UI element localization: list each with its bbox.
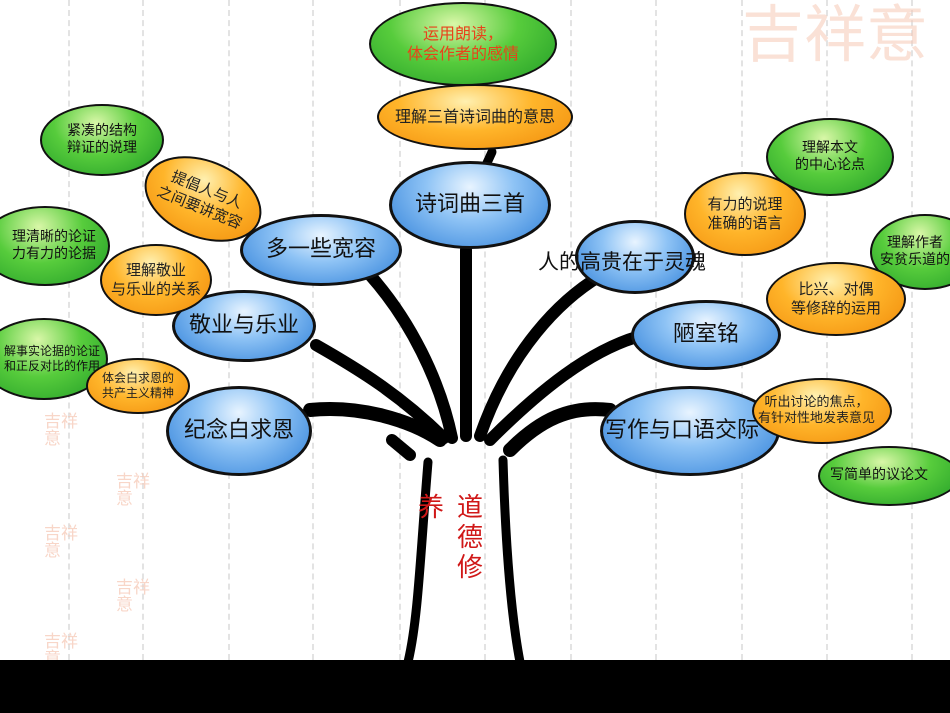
guide-line: [399, 0, 401, 660]
watermark-logo: 吉祥意: [742, 0, 929, 71]
watermark-stamp: 吉祥意: [44, 412, 78, 449]
branch-node-kuanrong[interactable]: 多一些宽容: [240, 214, 402, 286]
trunk-left-edge: [403, 457, 433, 667]
leaf-gongchan[interactable]: 体会白求恩的 共产主义精神: [86, 358, 190, 414]
leaf-zhongxin[interactable]: 理解本文 的中心论点: [766, 118, 894, 196]
watermark-stamp: 吉祥意: [116, 472, 150, 509]
branch-rengaogui: [474, 270, 606, 442]
leaf-jiaodian[interactable]: 听出讨论的焦点， 有针对性地发表意见: [752, 378, 892, 444]
leaf-qingxi[interactable]: 理清晰的论证 力有力的论据: [0, 206, 110, 286]
branch-loushiming: [484, 330, 646, 446]
center-label-daodexiu: 道德修: [456, 493, 483, 583]
branch-kuanrong: [364, 269, 458, 444]
branch-node-rengaogui-oval[interactable]: [575, 220, 695, 294]
trunk-right-edge: [498, 455, 525, 667]
watermark-stamp: 吉祥意: [116, 578, 150, 615]
leaf-lijie-jingye[interactable]: 理解敬业 与乐业的关系: [100, 244, 212, 316]
branch-node-sixiang[interactable]: 诗词曲三首: [389, 161, 551, 249]
branch-node-baiqiuen[interactable]: 纪念白求恩: [166, 386, 312, 476]
leaf-yilunwen[interactable]: 写简单的议论文: [818, 446, 950, 506]
branch-label-rengaogui: 人的高贵在于灵魂: [538, 250, 706, 274]
guide-line: [570, 0, 572, 660]
leaf-langdu[interactable]: 运用朗读， 体会作者的感情: [369, 2, 557, 86]
guide-line: [484, 0, 486, 660]
guide-line: [911, 0, 913, 660]
branch-node-xiezuo[interactable]: 写作与口语交际: [600, 386, 780, 476]
trunk-left-stub: [386, 434, 416, 461]
bottom-bar: [0, 660, 950, 713]
leaf-youli[interactable]: 有力的说理 准确的语言: [684, 172, 806, 256]
branch-xiezuo: [503, 402, 617, 457]
branch-jingye: [310, 339, 450, 444]
branch-node-loushiming[interactable]: 陋室铭: [631, 300, 781, 370]
center-label-yang: 养: [417, 493, 444, 523]
guide-line: [142, 0, 144, 660]
watermark-stamp: 吉祥意: [44, 524, 78, 561]
branch-baiqiuen: [303, 402, 447, 447]
leaf-bixing[interactable]: 比兴、对偶 等修辞的运用: [766, 262, 906, 336]
leaf-jincou[interactable]: 紧凑的结构 辩证的说理: [40, 104, 164, 176]
leaf-yisi[interactable]: 理解三首诗词曲的意思: [377, 84, 573, 150]
